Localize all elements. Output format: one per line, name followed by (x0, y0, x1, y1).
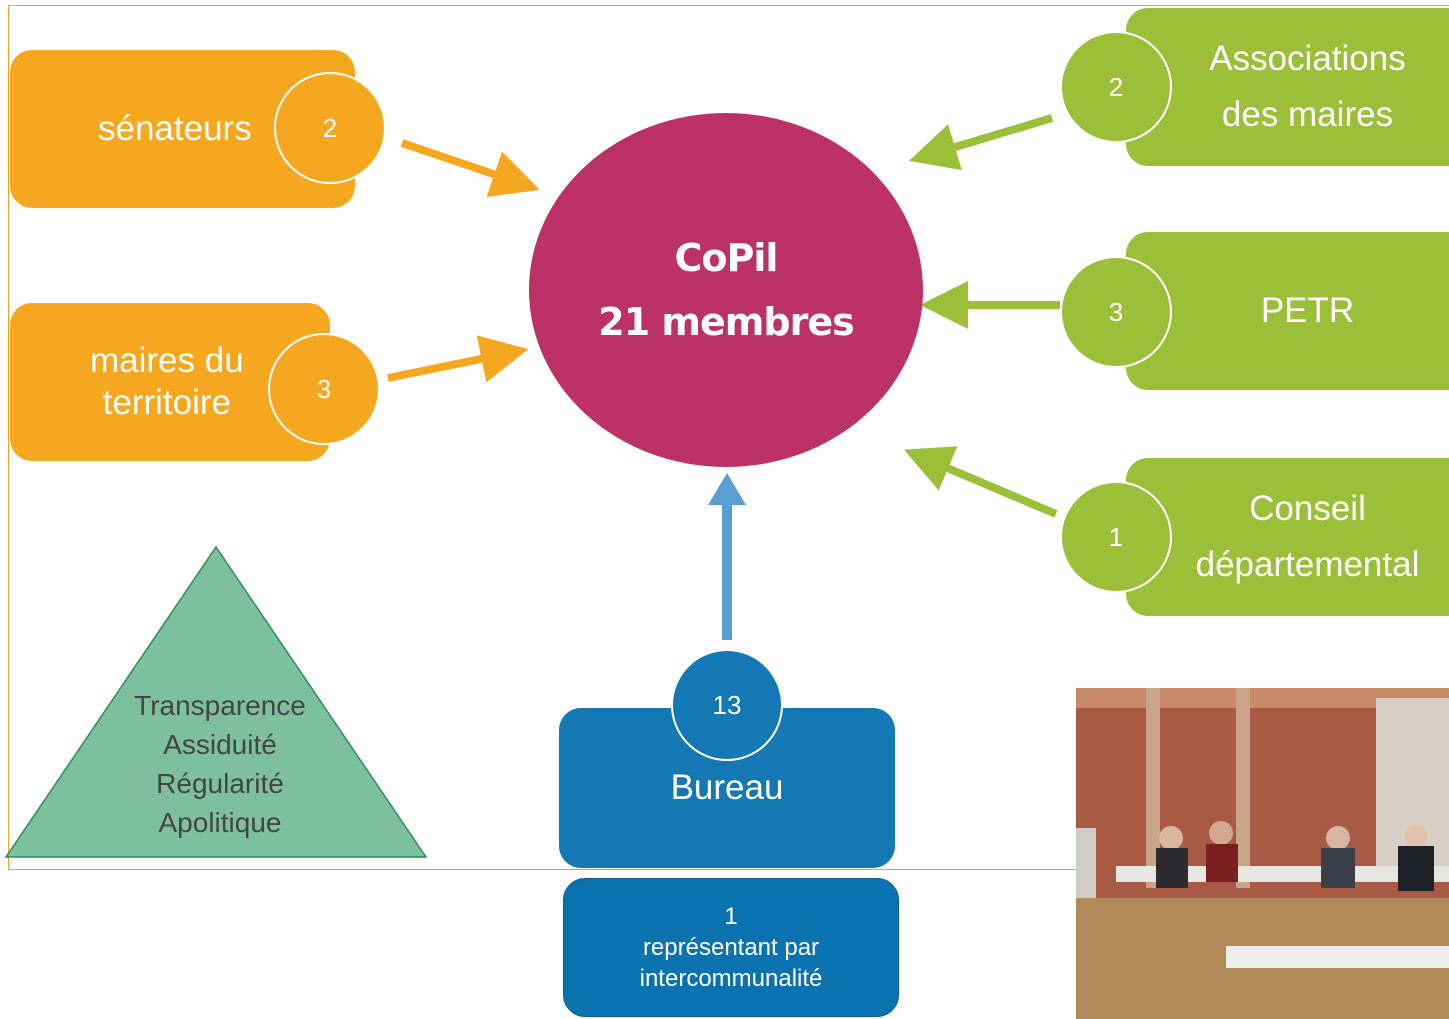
values-list: Transparence Assiduité Régularité Apolit… (110, 686, 330, 842)
count-associations: 2 (1060, 31, 1172, 143)
meeting-photo (1076, 688, 1449, 1019)
arrow-associations (909, 114, 1054, 171)
node-associations: Associations des maires (1126, 8, 1449, 166)
node-petr: PETR (1126, 232, 1449, 390)
node-maires-label-2: territoire (102, 383, 232, 422)
bureau-note: 1 représentant par intercommunalité (563, 878, 899, 1017)
arrow-conseil (903, 446, 1058, 518)
value-apolitique: Apolitique (158, 807, 282, 838)
node-maires-label-1: maires du (90, 341, 244, 380)
node-maires-territoire: maires du territoire (10, 303, 330, 461)
copil-subtitle: 21 membres (598, 300, 854, 344)
meeting-photo-illustration (1076, 688, 1449, 1019)
count-senateurs: 2 (274, 72, 386, 184)
node-bureau-label: Bureau (670, 768, 784, 807)
arrow-maires-territoire (387, 335, 529, 383)
diagram-frame (8, 5, 1449, 870)
count-petr: 3 (1060, 256, 1172, 368)
count-maires-territoire: 3 (268, 333, 380, 445)
value-transparence: Transparence (134, 690, 306, 721)
value-assiduite: Assiduité (163, 729, 277, 760)
count-bureau: 13 (671, 649, 783, 761)
node-conseil: Conseil départemental (1126, 458, 1449, 616)
bureau-note-line3: intercommunalité (639, 965, 823, 992)
node-associations-label-2: des maires (1221, 95, 1394, 134)
node-senateurs-label: sénateurs (98, 109, 252, 148)
node-associations-label-1: Associations (1209, 39, 1406, 78)
arrow-senateurs (400, 139, 540, 198)
node-petr-label: PETR (1260, 291, 1355, 330)
bureau-note-line2: représentant par (642, 934, 820, 961)
arrow-bureau-head (708, 473, 746, 505)
values-triangle (4, 545, 428, 858)
value-regularite: Régularité (156, 768, 284, 799)
node-conseil-label-1: Conseil (1249, 489, 1366, 528)
node-conseil-label-2: départemental (1195, 545, 1420, 584)
copil-title: CoPil (674, 236, 779, 280)
copil-circle: CoPil 21 membres (529, 113, 923, 467)
bureau-note-line1: 1 (724, 903, 738, 930)
count-conseil: 1 (1060, 481, 1172, 593)
